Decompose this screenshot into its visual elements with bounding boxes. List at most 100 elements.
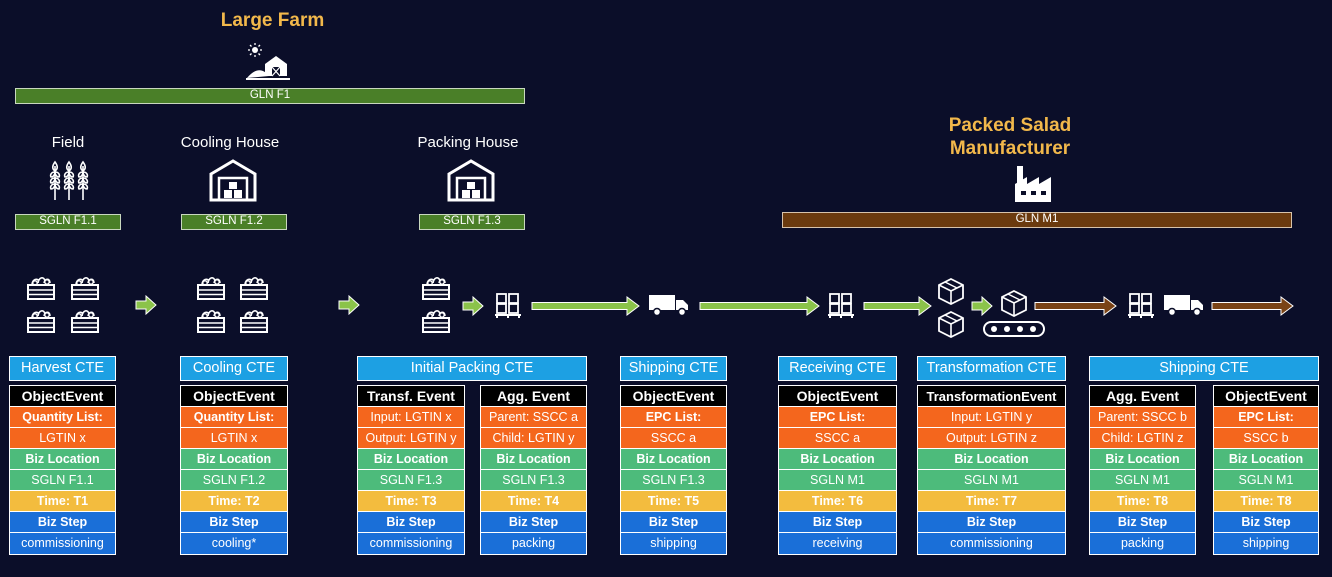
event-list-label: Quantity List: (10, 407, 115, 428)
packing-house-warehouse-icon (446, 158, 496, 202)
biz-step-value: packing (1090, 533, 1195, 554)
location-packing-house-label: Packing House (417, 134, 519, 151)
biz-location-label: Biz Location (481, 449, 586, 470)
event-parent: Parent: SSCC a (481, 407, 586, 428)
event-list-value: LGTIN x (181, 428, 287, 449)
event-list-label: Quantity List: (181, 407, 287, 428)
truck-icon (1163, 293, 1205, 317)
event-type: TransformationEvent (918, 386, 1065, 407)
pallet-icon (1127, 291, 1155, 319)
event-type: ObjectEvent (779, 386, 896, 407)
event-type: ObjectEvent (621, 386, 726, 407)
manufacturer-title-line1: Packed Salad (948, 115, 1072, 136)
cte-header-shipping-2: Shipping CTE (1089, 356, 1319, 381)
box-3d-icon (1000, 289, 1028, 317)
crate-icon (239, 275, 269, 301)
event-time: Time: T8 (1090, 491, 1195, 512)
crate-icon (70, 275, 100, 301)
event-card-cooling: ObjectEvent Quantity List: LGTIN x Biz L… (180, 385, 288, 555)
event-list-value: LGTIN x (10, 428, 115, 449)
event-card-harvest: ObjectEvent Quantity List: LGTIN x Biz L… (9, 385, 116, 555)
flow-arrow-long-icon (531, 296, 641, 316)
flow-arrow-long-icon (699, 296, 821, 316)
event-input: Input: LGTIN y (918, 407, 1065, 428)
pallet-icon (827, 291, 855, 319)
cte-header-harvest: Harvest CTE (9, 356, 116, 381)
biz-location-value: SGLN F1.3 (358, 470, 464, 491)
event-card-initial-packing-transformation: Transf. Event Input: LGTIN x Output: LGT… (357, 385, 465, 555)
crate-icon (196, 275, 226, 301)
cte-header-receiving: Receiving CTE (778, 356, 897, 381)
crate-icon (26, 308, 56, 334)
event-list-value: SSCC a (779, 428, 896, 449)
farm-barn-icon (245, 42, 291, 82)
conveyor-belt-icon (983, 321, 1045, 337)
biz-step-label: Biz Step (181, 512, 287, 533)
biz-location-label: Biz Location (1090, 449, 1195, 470)
biz-step-value: commissioning (10, 533, 115, 554)
event-time: Time: T1 (10, 491, 115, 512)
event-list-value: SSCC b (1214, 428, 1318, 449)
event-time: Time: T7 (918, 491, 1065, 512)
box-3d-icon (937, 277, 965, 305)
biz-location-value: SGLN M1 (779, 470, 896, 491)
biz-step-label: Biz Step (1090, 512, 1195, 533)
truck-icon (648, 293, 690, 317)
event-card-receiving: ObjectEvent EPC List: SSCC a Biz Locatio… (778, 385, 897, 555)
cte-header-transformation: Transformation CTE (917, 356, 1066, 381)
biz-location-label: Biz Location (1214, 449, 1318, 470)
biz-step-label: Biz Step (10, 512, 115, 533)
event-time: Time: T8 (1214, 491, 1318, 512)
event-list-label: EPC List: (1214, 407, 1318, 428)
large-farm-title: Large Farm (220, 10, 325, 31)
biz-location-value: SGLN F1.3 (621, 470, 726, 491)
biz-step-value: shipping (1214, 533, 1318, 554)
biz-step-value: packing (481, 533, 586, 554)
crate-icon (26, 275, 56, 301)
cooling-house-warehouse-icon (208, 158, 258, 202)
biz-step-label: Biz Step (779, 512, 896, 533)
biz-location-label: Biz Location (10, 449, 115, 470)
event-card-shipping-aggregation: Agg. Event Parent: SSCC b Child: LGTIN z… (1089, 385, 1196, 555)
flow-arrow-icon (970, 296, 994, 316)
event-type: ObjectEvent (181, 386, 287, 407)
event-type: ObjectEvent (10, 386, 115, 407)
location-cooling-house-label: Cooling House (180, 134, 280, 151)
manufacturer-title-line2: Manufacturer (949, 138, 1071, 159)
event-output: Output: LGTIN y (358, 428, 464, 449)
biz-location-label: Biz Location (181, 449, 287, 470)
flow-arrow-long-icon (863, 296, 933, 316)
event-input: Input: LGTIN x (358, 407, 464, 428)
wheat-icon (48, 156, 90, 202)
flow-arrow-brown-icon (1211, 296, 1295, 316)
event-time: Time: T3 (358, 491, 464, 512)
flow-arrow-brown-icon (1034, 296, 1118, 316)
biz-step-label: Biz Step (481, 512, 586, 533)
event-child: Child: LGTIN z (1090, 428, 1195, 449)
biz-step-value: receiving (779, 533, 896, 554)
biz-step-label: Biz Step (621, 512, 726, 533)
biz-location-value: SGLN F1.1 (10, 470, 115, 491)
event-list-label: EPC List: (779, 407, 896, 428)
crate-icon (70, 308, 100, 334)
biz-location-value: SGLN M1 (918, 470, 1065, 491)
cte-header-initial-packing: Initial Packing CTE (357, 356, 587, 381)
biz-step-label: Biz Step (358, 512, 464, 533)
biz-location-value: SGLN F1.2 (181, 470, 287, 491)
biz-location-label: Biz Location (358, 449, 464, 470)
box-3d-icon (937, 310, 965, 338)
event-time: Time: T2 (181, 491, 287, 512)
flow-arrow-icon (461, 296, 485, 316)
flow-arrow-icon (337, 295, 361, 315)
biz-step-value: commissioning (358, 533, 464, 554)
event-card-shipping: ObjectEvent EPC List: SSCC a Biz Locatio… (620, 385, 727, 555)
gln-m1-bar: GLN M1 (782, 212, 1292, 228)
event-time: Time: T4 (481, 491, 586, 512)
sgln-f1-3-bar: SGLN F1.3 (419, 214, 525, 230)
event-type: ObjectEvent (1214, 386, 1318, 407)
crate-icon (421, 275, 451, 301)
event-output: Output: LGTIN z (918, 428, 1065, 449)
biz-location-label: Biz Location (918, 449, 1065, 470)
crate-icon (239, 308, 269, 334)
crate-icon (196, 308, 226, 334)
